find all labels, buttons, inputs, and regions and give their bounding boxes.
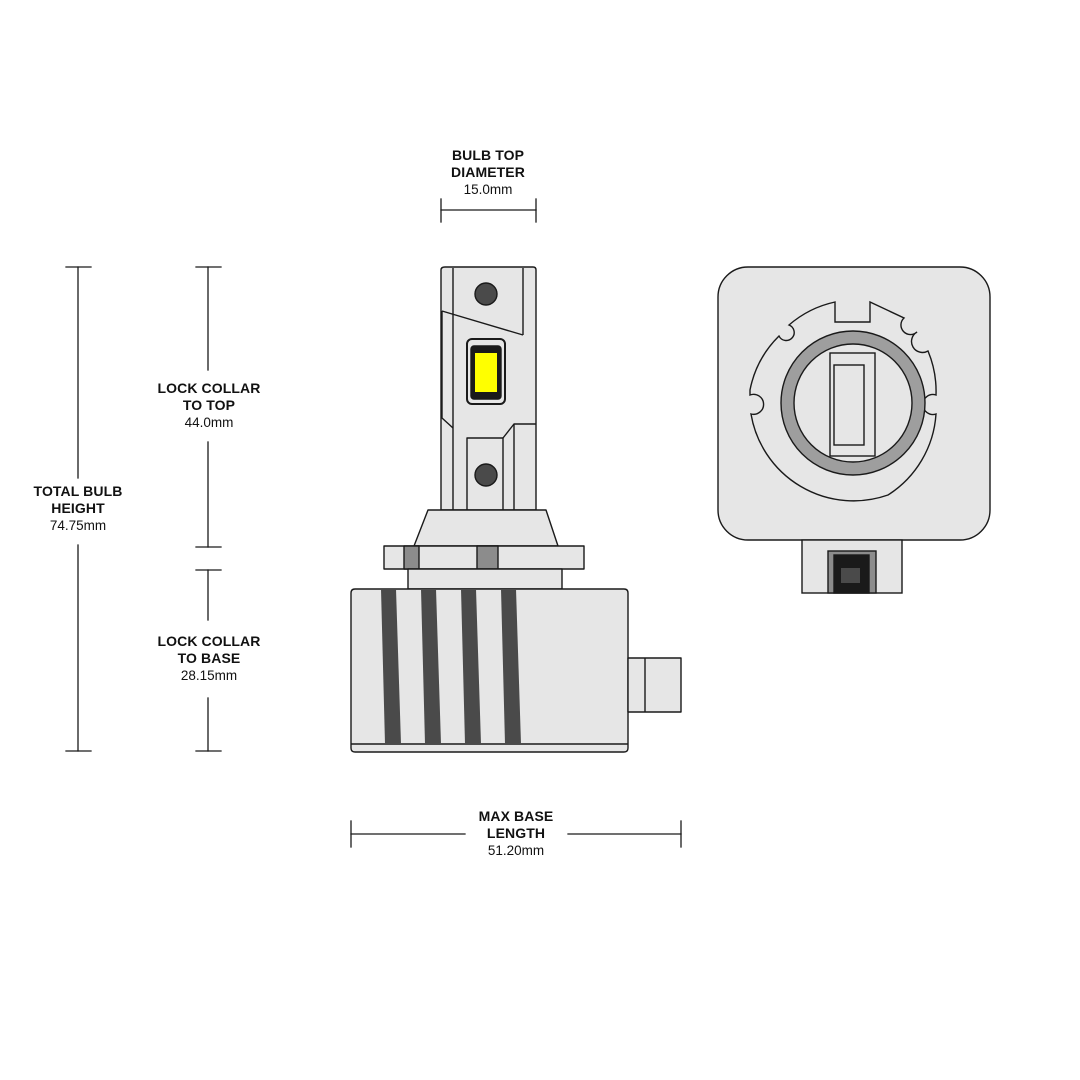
total-bulb-height-title-1: TOTAL BULB [33,483,123,499]
lock-collar-to-base-title-2: TO BASE [177,650,241,666]
max-base-length-value: 51.20mm [487,843,545,858]
bulb-top-diameter-title-2: DIAMETER [451,164,525,180]
bulb-top-diameter-value: 15.0mm [463,182,513,197]
lock-collar-to-top-value: 44.0mm [184,415,234,430]
end-view-connector-pin [841,568,860,583]
bulb-top-diameter-title-1: BULB TOP [451,147,525,163]
max-base-length-title-2: LENGTH [486,825,546,841]
base-neck [407,568,563,590]
lock-collar-to-top-title-1: LOCK COLLAR [157,380,261,396]
lock-collar-to-base-title-1: LOCK COLLAR [157,633,261,649]
led-head-end-plate [833,364,865,446]
side-connector [627,657,682,713]
label-bulb-top-diameter: BULB TOP DIAMETER 15.0mm [428,147,548,198]
heatsink-fins [381,589,521,744]
label-lock-collar-to-top: LOCK COLLAR TO TOP 44.0mm [143,380,275,431]
screw-bottom [474,463,498,487]
lock-collar-to-base-value: 28.15mm [180,668,238,683]
bulb-end-view [717,266,991,594]
label-total-bulb-height: TOTAL BULB HEIGHT 74.75mm [16,483,140,534]
lock-collar-to-top-title-2: TO TOP [182,397,236,413]
label-lock-collar-to-base: LOCK COLLAR TO BASE 28.15mm [143,633,275,684]
label-max-base-length: MAX BASE LENGTH 51.20mm [461,808,571,859]
collar-tab-left [403,545,420,570]
lock-collar-cone [413,509,559,547]
dim-line-lock-collar-to-base [195,569,222,752]
dim-line-bulb-top-diameter [440,198,537,223]
bulb-side-view [350,266,682,753]
dim-line-max-base-length [350,820,682,848]
dim-line-total-bulb-height [65,266,92,752]
total-bulb-height-title-2: HEIGHT [51,500,105,516]
dim-line-lock-collar-to-top [195,266,222,548]
collar-tab-right [476,545,499,570]
screw-top [474,282,498,306]
total-bulb-height-value: 74.75mm [49,518,107,533]
max-base-length-title-1: MAX BASE [478,808,554,824]
led-chip-emitter [475,353,497,392]
heatsink-base [350,588,629,753]
